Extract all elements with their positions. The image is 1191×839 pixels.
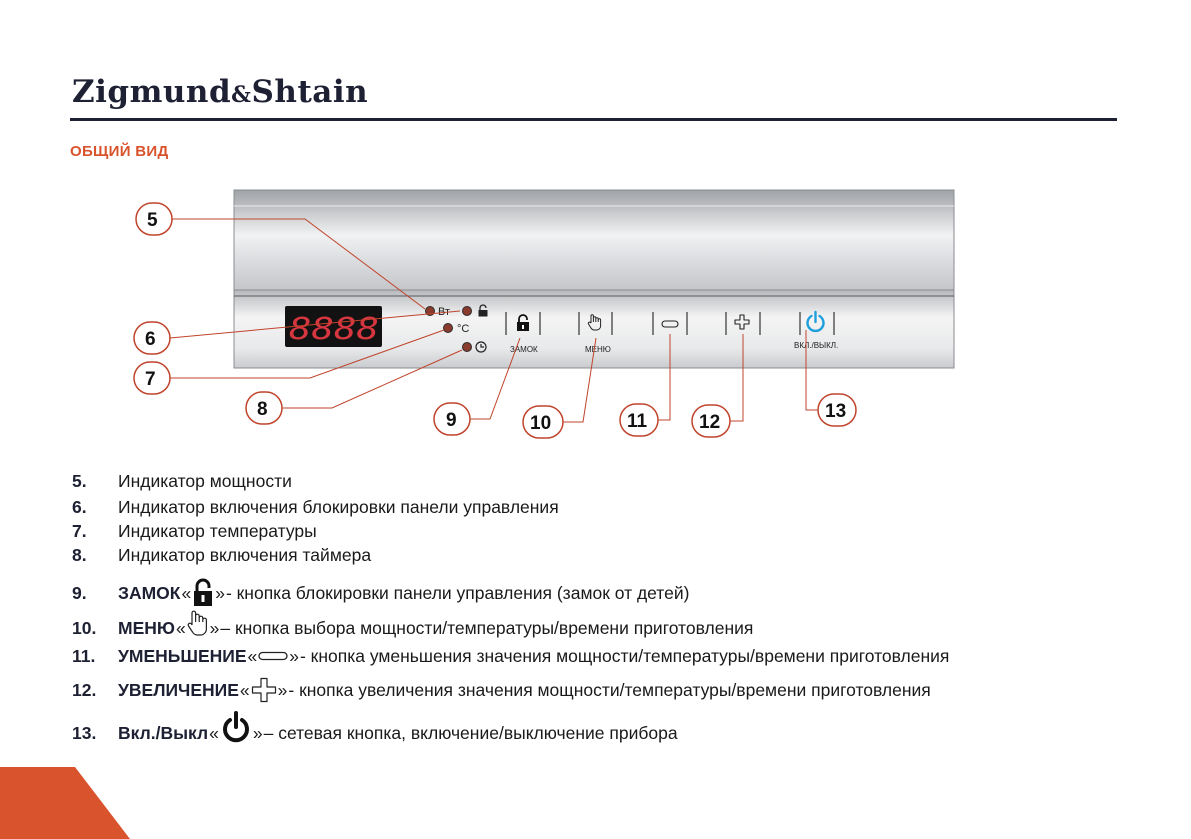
list-item: 13. Вкл./Выкл « » – сетевая кнопка, вклю…: [72, 711, 678, 745]
list-item-number: 6.: [72, 496, 87, 517]
callout-9-label: 9: [446, 410, 457, 431]
quote-close: »: [289, 645, 299, 666]
callout-7: 7: [133, 361, 171, 395]
power-icon: [222, 711, 249, 743]
temperature-indicator-led: [443, 323, 453, 333]
hand-icon: [187, 610, 207, 636]
plus-icon: [251, 677, 276, 703]
header-rule: [70, 118, 1117, 121]
callout-12-label: 12: [699, 412, 720, 433]
list-item-text: – сетевая кнопка, включение/выключение п…: [263, 722, 678, 743]
quote-open: «: [175, 617, 186, 638]
list-item-number: 9.: [72, 582, 87, 603]
list-item-text: - кнопка уменьшения значения мощности/те…: [299, 645, 950, 666]
list-item-text: Индикатор включения таймера: [118, 544, 372, 565]
list-item: 11. УМЕНЬШЕНИЕ « » - кнопка уменьшения з…: [72, 644, 949, 668]
callout-9: 9: [433, 402, 471, 436]
list-item-text: Индикатор мощности: [118, 470, 292, 491]
list-item-text: - кнопка увеличения значения мощности/те…: [288, 679, 931, 700]
hood-body: [233, 189, 955, 291]
leader-lines: [169, 218, 818, 423]
minus-icon: [258, 651, 288, 661]
lock-button[interactable]: [517, 314, 529, 331]
callout-10-label: 10: [530, 413, 551, 434]
callout-11: 11: [619, 403, 659, 437]
lock-indicator-led: [462, 306, 472, 316]
callout-13: 13: [817, 393, 857, 427]
control-panel-diagram: 8888 Вт °C ЗАМОК МЕНЮ: [133, 189, 955, 439]
quote-open: «: [239, 679, 250, 700]
timer-indicator-led: [462, 342, 472, 352]
list-item-number: 8.: [72, 544, 87, 565]
list-item: 6. Индикатор включения блокировки панели…: [72, 495, 559, 519]
power-button[interactable]: [806, 310, 825, 333]
list-item-text: Индикатор включения блокировки панели уп…: [118, 496, 559, 517]
list-item-key: МЕНЮ: [118, 617, 175, 638]
plus-button[interactable]: [734, 314, 750, 330]
list-item: 5. Индикатор мощности: [72, 469, 292, 493]
callout-8: 8: [245, 391, 283, 425]
quote-close: »: [277, 679, 288, 700]
quote-close: »: [209, 617, 220, 638]
list-item-key: УВЕЛИЧЕНИЕ: [118, 679, 239, 700]
callout-13-label: 13: [825, 401, 846, 422]
list-item: 10. МЕНЮ « » – кнопка выбора мощности/те…: [72, 610, 754, 640]
quote-close: »: [252, 722, 263, 743]
list-item-text: – кнопка выбора мощности/температуры/вре…: [220, 617, 754, 638]
list-item-number: 5.: [72, 470, 87, 491]
led-display-digits: 8888: [289, 312, 379, 347]
temperature-indicator-label: °C: [457, 323, 469, 335]
quote-open: «: [247, 645, 258, 666]
list-item: 8. Индикатор включения таймера: [72, 543, 371, 567]
quote-close: »: [215, 582, 225, 603]
lock-indicator-icon: [478, 304, 488, 317]
list-item-number: 7.: [72, 520, 87, 541]
list-item-text: - кнопка блокировки панели управления (з…: [225, 582, 690, 603]
list-item-key: ЗАМОК: [118, 582, 181, 603]
quote-open: «: [181, 582, 192, 603]
lock-button-label: ЗАМОК: [510, 345, 538, 354]
list-item-number: 10.: [72, 617, 97, 638]
led-display: [285, 306, 382, 347]
brand-logo: Zigmund&Shtain: [72, 74, 368, 110]
callout-6: 6: [133, 321, 171, 355]
callout-12: 12: [691, 404, 731, 438]
corner-accent-shape: [0, 767, 130, 839]
clock-icon: [475, 341, 487, 353]
button-brackets: [505, 312, 835, 335]
list-item: 12. УВЕЛИЧЕНИЕ « » - кнопка увеличения з…: [72, 677, 931, 703]
list-item: 7. Индикатор температуры: [72, 519, 317, 543]
list-item-number: 12.: [72, 679, 97, 700]
list-item: 9. ЗАМОК « » - кнопка блокировки панели …: [72, 578, 690, 606]
list-item-number: 11.: [72, 645, 96, 666]
menu-button[interactable]: [587, 314, 602, 331]
menu-button-label: МЕНЮ: [585, 345, 611, 354]
list-item-number: 13.: [72, 722, 97, 743]
quote-open: «: [209, 722, 219, 743]
callout-10: 10: [522, 405, 564, 439]
lock-icon: [194, 578, 213, 606]
list-item-key: Вкл./Выкл: [118, 722, 209, 743]
section-title: ОБЩИЙ ВИД: [70, 143, 169, 160]
brand-name-part2: Shtain: [251, 74, 369, 110]
minus-button[interactable]: [661, 320, 679, 328]
callout-5-label: 5: [147, 210, 158, 231]
callout-5: 5: [135, 202, 173, 236]
list-item-key: УМЕНЬШЕНИЕ: [118, 645, 247, 666]
callout-11-label: 11: [627, 411, 648, 432]
brand-amp: &: [231, 82, 252, 108]
callout-7-label: 7: [145, 369, 156, 390]
callout-8-label: 8: [257, 399, 268, 420]
list-item-text: Индикатор температуры: [118, 520, 317, 541]
power-button-label: ВКЛ./ВЫКЛ.: [794, 341, 838, 350]
callout-6-label: 6: [145, 329, 156, 350]
brand-name-part1: Zigmund: [72, 74, 232, 110]
